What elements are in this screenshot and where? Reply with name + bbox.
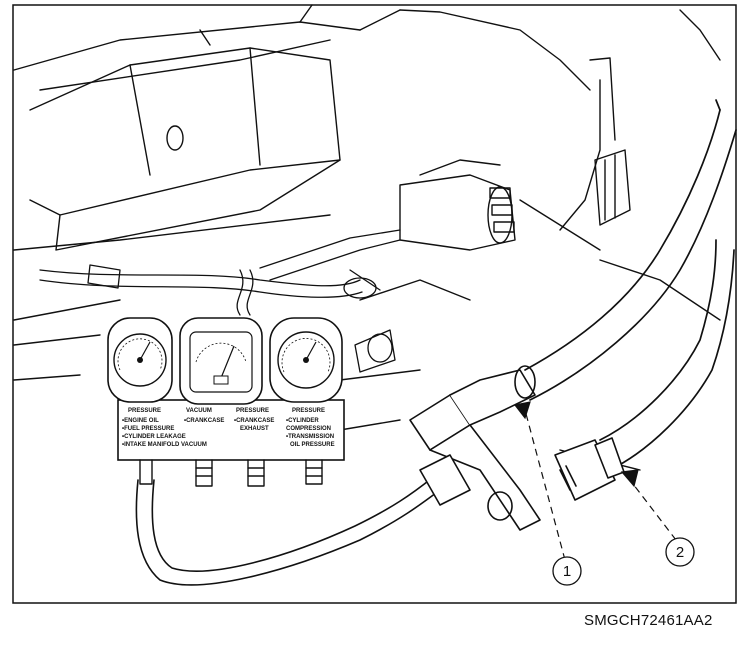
gauge-heading-2: VACUUM: [186, 408, 212, 414]
figure-code: SMGCH72461AA2: [584, 612, 713, 629]
vacuum-gauge-center: [179, 317, 263, 405]
callout-leaders: [513, 401, 677, 561]
gauge-heading-4: PRESSURE: [292, 408, 325, 414]
hose-barbs: [139, 459, 323, 487]
quick-disconnect-fitting: [554, 437, 625, 501]
callout-2: 2: [665, 537, 695, 567]
gauge-test-label: OIL PRESSURE: [290, 442, 335, 448]
vehicle-underbody: [13, 4, 721, 471]
gauge-test-label: •CRANKCASE: [234, 418, 274, 424]
vacuum-port: [354, 329, 396, 373]
gauge-test-label: •FUEL PRESSURE: [122, 426, 174, 432]
cooler-lines: [524, 99, 737, 471]
gauge-test-label: •CYLINDER: [286, 418, 319, 424]
gauge-test-label: •CRANKCASE: [184, 418, 224, 424]
pressure-gauge-left: [107, 317, 173, 403]
pressure-gauge-right: [269, 317, 343, 403]
pressure-vacuum-gauge-set: PRESSURE VACUUM PRESSURE PRESSURE •ENGIN…: [107, 317, 345, 487]
callout-2-label: 2: [676, 544, 684, 561]
gauge-manifold-block: [117, 399, 345, 461]
gauge-test-label: •INTAKE MANIFOLD VACUUM: [122, 442, 207, 448]
gauge-test-label: •ENGINE OIL: [122, 418, 159, 424]
gauge-test-label: EXHAUST: [240, 426, 269, 432]
gauge-heading-1: PRESSURE: [128, 408, 161, 414]
gauge-test-label: COMPRESSION: [286, 426, 331, 432]
wiring-harness: [39, 229, 401, 316]
tee-adapter: [409, 365, 541, 531]
callout-1-label: 1: [563, 563, 571, 580]
gauge-test-label: •CYLINDER LEAKAGE: [122, 434, 186, 440]
test-hose: [135, 477, 441, 586]
gauge-test-label: •TRANSMISSION: [286, 434, 334, 440]
illustration-border: [12, 4, 737, 604]
gauge-heading-3: PRESSURE: [236, 408, 269, 414]
callout-1: 1: [552, 556, 582, 586]
